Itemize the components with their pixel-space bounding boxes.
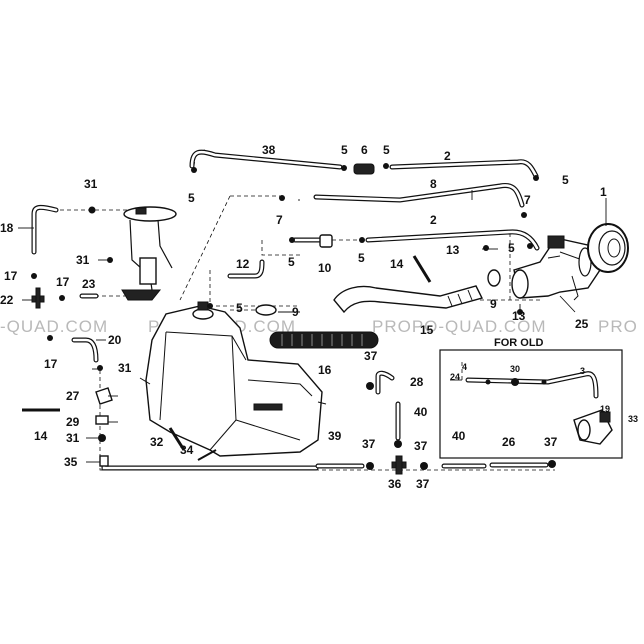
callout-37-d: 37 — [416, 477, 430, 491]
callout-22: 22 — [0, 293, 14, 307]
callout-15: 15 — [420, 323, 434, 337]
callout-19: 19 — [600, 404, 610, 414]
callout-35: 35 — [64, 455, 78, 469]
callout-12: 12 — [236, 257, 250, 271]
callout-31-b: 31 — [76, 253, 90, 267]
callout-5-f: 5 — [358, 251, 365, 265]
callout-34: 34 — [180, 443, 194, 457]
callout-9-b: 9 — [490, 297, 497, 311]
fuel-cap — [587, 223, 629, 273]
callout-5-g: 5 — [508, 241, 515, 255]
callout-labels: 1 2 2 3 4 5 5 5 5 5 5 5 5 6 7 7 8 9 9 10… — [0, 143, 638, 491]
callout-37-b: 37 — [362, 437, 376, 451]
callout-24: 24 — [450, 372, 460, 382]
callout-31-c: 31 — [118, 361, 132, 375]
callout-38: 38 — [262, 143, 276, 157]
canister — [269, 331, 379, 349]
callout-13-b: 13 — [512, 309, 526, 323]
callout-1: 1 — [600, 185, 607, 199]
watermark-edge: PRO — [598, 317, 638, 336]
callout-5-c: 5 — [383, 143, 390, 157]
filler-hose — [333, 285, 484, 314]
callout-20: 20 — [108, 333, 122, 347]
callout-31-a: 31 — [84, 177, 98, 191]
callout-5-e: 5 — [288, 255, 295, 269]
callout-36: 36 — [388, 477, 402, 491]
callout-9-a: 9 — [292, 305, 299, 319]
callout-14-a: 14 — [390, 257, 404, 271]
inset-for-old: FOR OLD — [439, 337, 623, 459]
callout-37-e: 37 — [544, 435, 558, 449]
inset-title: FOR OLD — [494, 337, 544, 349]
fuel-tank — [139, 301, 327, 457]
callout-33: 33 — [628, 414, 638, 424]
callout-14-b: 14 — [34, 429, 48, 443]
callout-39: 39 — [328, 429, 342, 443]
callout-7-a: 7 — [276, 213, 283, 227]
callout-8: 8 — [430, 177, 437, 191]
callout-28: 28 — [410, 375, 424, 389]
callout-2-lower: 2 — [430, 213, 437, 227]
callout-29: 29 — [66, 415, 80, 429]
small-parts — [22, 163, 501, 475]
callout-17-b: 17 — [56, 275, 70, 289]
filler-neck — [511, 235, 601, 301]
callout-23: 23 — [82, 277, 96, 291]
callout-10: 10 — [318, 261, 332, 275]
callout-3: 3 — [580, 366, 585, 376]
callout-32: 32 — [150, 435, 164, 449]
callout-27: 27 — [66, 389, 80, 403]
callout-17-a: 17 — [4, 269, 18, 283]
fuel-pump — [121, 206, 177, 301]
callout-40-a: 40 — [414, 405, 428, 419]
callout-17-c: 17 — [44, 357, 58, 371]
callout-5-d: 5 — [562, 173, 569, 187]
leader-lines — [18, 190, 607, 463]
callout-4: 4 — [462, 362, 467, 372]
callout-37-c: 37 — [414, 439, 428, 453]
clips — [31, 163, 556, 470]
callout-30: 30 — [510, 364, 520, 374]
callout-2-upper: 2 — [444, 149, 451, 163]
callout-6: 6 — [361, 143, 368, 157]
callout-5-b: 5 — [341, 143, 348, 157]
watermark-left: -QUAD.COM — [0, 317, 108, 336]
callout-26: 26 — [502, 435, 516, 449]
callout-18: 18 — [0, 221, 14, 235]
callout-25: 25 — [575, 317, 589, 331]
callout-5-a: 5 — [188, 191, 195, 205]
callout-37-a: 37 — [364, 349, 378, 363]
callout-31-d: 31 — [66, 431, 80, 445]
callout-40-b: 40 — [452, 429, 466, 443]
callout-16: 16 — [318, 363, 332, 377]
callout-7-b: 7 — [524, 193, 531, 207]
callout-5-h: 5 — [236, 301, 243, 315]
watermark-right: PROPO-QUAD.COM — [372, 317, 547, 336]
callout-13-a: 13 — [446, 243, 460, 257]
